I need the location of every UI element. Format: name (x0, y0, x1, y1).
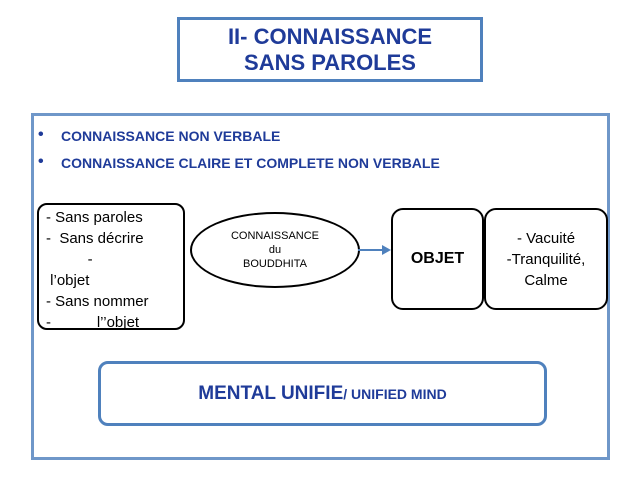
qualities-box: - Vacuité -Tranquilité, Calme (484, 208, 608, 310)
title-box: II- CONNAISSANCE SANS PAROLES (177, 17, 483, 82)
without-words-box: - Sans paroles - Sans décrire - l’objet … (37, 203, 185, 331)
bullet-text: CONNAISSANCE CLAIRE ET COMPLETE NON VERB… (61, 155, 440, 171)
buddhahood-knowledge-ellipse: CONNAISSANCE du BOUDDHITA (190, 212, 360, 288)
without-words-line: l’objet (46, 272, 90, 289)
unified-mind-label: MENTAL UNIFIE (198, 382, 344, 404)
qualities-line-2: -Tranquilité, (506, 250, 586, 268)
ellipse-line-2: du (268, 244, 282, 256)
title-line-1: II- CONNAISSANCE (227, 23, 433, 49)
title-line-2: SANS PAROLES (244, 49, 416, 75)
ellipse-line-1: CONNAISSANCE (230, 230, 320, 242)
without-words-line: - Sans décrire (46, 230, 144, 247)
without-words-line: - l’’objet (46, 314, 140, 331)
unified-mind-translation: / UNIFIED MIND (343, 385, 447, 402)
bullet-text: CONNAISSANCE NON VERBALE (61, 128, 281, 144)
arrow-right-icon (358, 245, 391, 255)
object-label: OBJET (410, 250, 465, 267)
ellipse-line-3: BOUDDHITA (243, 258, 307, 270)
bullet-dot-icon: • (38, 153, 44, 170)
unified-mind-box: MENTAL UNIFIE/ UNIFIED MIND (98, 361, 547, 426)
qualities-line-1: - Vacuité (516, 229, 576, 247)
object-box: OBJET (391, 208, 484, 310)
bullet-item: • CONNAISSANCE NON VERBALE (38, 126, 440, 154)
bullet-list: • CONNAISSANCE NON VERBALE • CONNAISSANC… (38, 126, 440, 181)
bullet-dot-icon: • (38, 126, 44, 143)
without-words-line: - Sans paroles (46, 209, 143, 226)
without-words-line: - (46, 251, 93, 268)
bullet-item: • CONNAISSANCE CLAIRE ET COMPLETE NON VE… (38, 153, 440, 181)
qualities-line-3: Calme (524, 271, 568, 289)
without-words-line: - Sans nommer (46, 293, 149, 310)
